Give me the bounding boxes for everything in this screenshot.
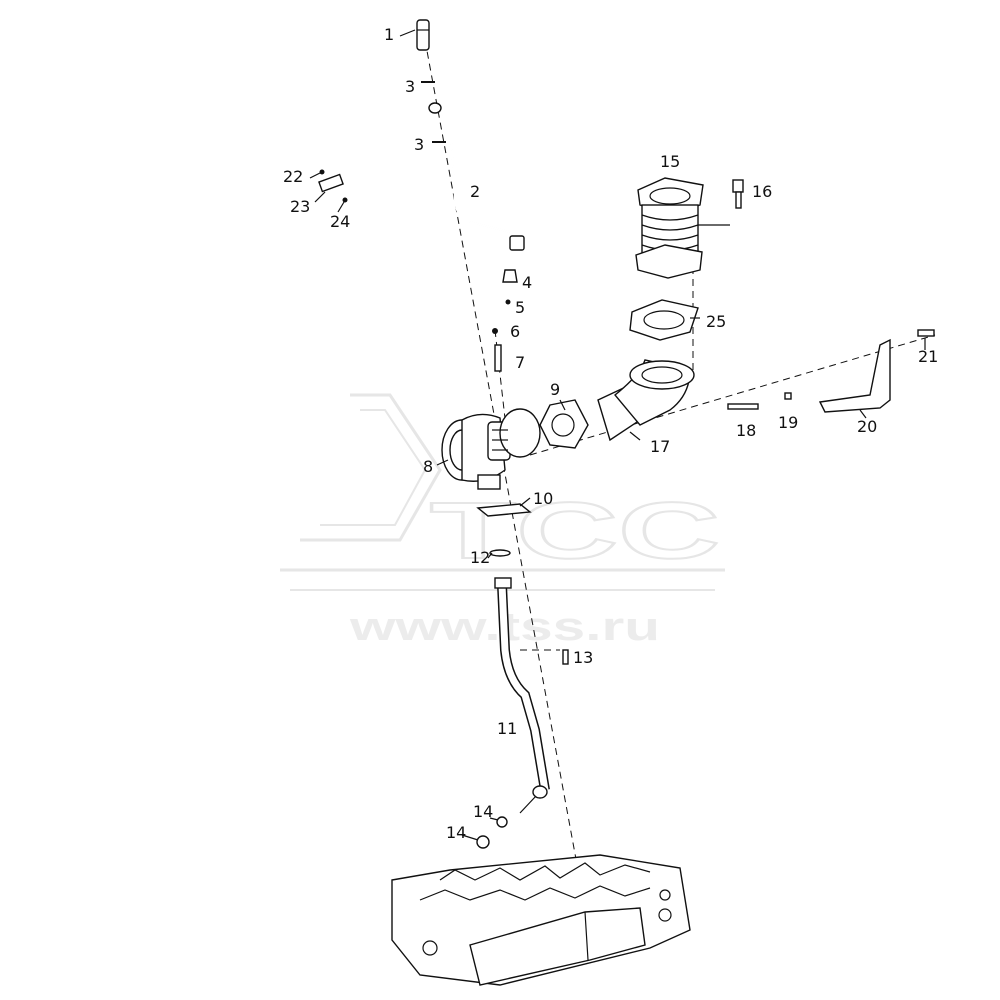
callout-5: 5 <box>515 298 525 317</box>
watermark-logo-text: TCC <box>430 486 720 575</box>
part-16-bolt <box>732 179 744 209</box>
callout-17: 17 <box>650 437 670 456</box>
callout-10: 10 <box>533 489 553 508</box>
cylinder-head <box>391 854 691 986</box>
callout-19: 19 <box>778 413 798 432</box>
callout-18: 18 <box>736 421 756 440</box>
callout-21: 21 <box>918 347 938 366</box>
callout-9: 9 <box>550 380 560 399</box>
callout-24: 24 <box>330 212 350 231</box>
part-10-gasket <box>476 503 532 517</box>
callout-4: 4 <box>522 273 532 292</box>
callout-23: 23 <box>290 197 310 216</box>
callout-7: 7 <box>515 353 525 372</box>
part-15-bellows <box>635 177 704 279</box>
part-17-exhaust-elbow <box>597 359 695 442</box>
callout-8: 8 <box>423 457 433 476</box>
callout-12: 12 <box>470 548 490 567</box>
callout-15: 15 <box>660 152 680 171</box>
callout-25: 25 <box>706 312 726 331</box>
callout-labels: 1 3 3 2 22 23 24 4 5 6 7 9 8 10 12 13 11… <box>283 25 938 842</box>
parts-18-19-bolt <box>727 392 792 410</box>
callout-2: 2 <box>470 182 480 201</box>
part-20-bracket <box>818 338 891 413</box>
leader-lines <box>309 29 926 841</box>
callout-3-lower: 3 <box>414 135 424 154</box>
part-12-oring <box>489 549 511 557</box>
parts-4-5-banjo <box>502 269 518 305</box>
callout-14-upper: 14 <box>473 802 493 821</box>
callout-3-upper: 3 <box>405 77 415 96</box>
callout-20: 20 <box>857 417 877 436</box>
part-25-gasket <box>629 299 699 341</box>
callout-22: 22 <box>283 167 303 186</box>
part-21-bolt <box>917 329 935 337</box>
watermark-logo: TCC <box>280 393 725 591</box>
part-9-gasket <box>539 399 589 449</box>
callout-11: 11 <box>497 719 517 738</box>
part-2-oil-feed-pipe <box>428 102 525 251</box>
parts-6-7-stud <box>492 328 502 372</box>
part-8-turbocharger <box>441 408 541 490</box>
callout-14-lower: 14 <box>446 823 466 842</box>
part-13-clip <box>562 649 569 665</box>
callout-6: 6 <box>510 322 520 341</box>
parts-22-23-24-clip <box>318 169 348 203</box>
part-14-washers <box>476 816 508 849</box>
callout-1: 1 <box>384 25 394 44</box>
part-11-oil-return-pipe <box>494 577 550 799</box>
part-1-fitting <box>416 19 430 51</box>
callout-16: 16 <box>752 182 772 201</box>
callout-13: 13 <box>573 648 593 667</box>
part-3-washers <box>421 81 446 143</box>
